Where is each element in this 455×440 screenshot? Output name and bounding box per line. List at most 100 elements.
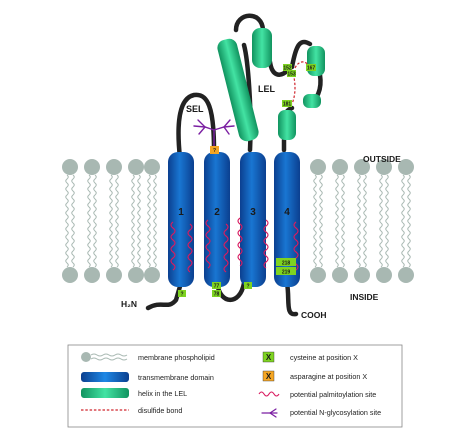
cysteine-label-lel-2: 153 [287, 72, 296, 78]
lipid-tail [363, 174, 367, 224]
lipid-head-outer [144, 159, 160, 175]
lipid-tail [131, 222, 135, 268]
cysteine-label-tm3: ? [246, 284, 249, 290]
cysteine-badge-tm1 [178, 290, 186, 297]
lipid-tail [109, 222, 113, 268]
lipid-tail [379, 222, 383, 268]
legend-item-glycosylation: potential N-glycosylation site [261, 408, 381, 418]
lipid-head-inner [354, 267, 370, 283]
disulfide-bond-2 [291, 69, 296, 105]
lipid-tail [385, 174, 389, 224]
palmitoylation-chain [205, 219, 211, 269]
asparagine-label-sel: ? [213, 148, 216, 154]
legend-badge-cysteine: X [266, 353, 272, 362]
lipid-head-outer [84, 159, 100, 175]
palmitoylation-chain [223, 223, 229, 273]
lipid-tail [93, 222, 97, 268]
legend-text-helix: helix in the LEL [138, 389, 187, 398]
asparagine-badge-sel [210, 146, 219, 154]
lipid-head-inner [62, 267, 78, 283]
lipid-head-outer [310, 159, 326, 175]
lipid-head-inner [128, 267, 144, 283]
legend-box [67, 344, 403, 428]
lipid-tail [313, 222, 317, 268]
lipid-tail [401, 174, 405, 224]
cysteine-label-tm4a: 218 [282, 261, 291, 267]
cysteine-badge-tm4a [276, 258, 296, 266]
lipid-tail [115, 174, 119, 224]
lipid-tail [153, 174, 157, 224]
lipid-tail [407, 222, 411, 268]
cysteine-badge-lel-4 [282, 100, 292, 107]
tm-helix-4 [274, 152, 300, 287]
lipid-head-inner [144, 267, 160, 283]
tm-helices [168, 152, 300, 287]
lipid-bilayer [62, 159, 414, 283]
lipid-tail [147, 222, 151, 268]
n-terminus-label: H₂N [121, 299, 137, 309]
lipid-tail [407, 174, 411, 224]
lipid-tail [137, 222, 141, 268]
lipid-head-outer [62, 159, 78, 175]
lipid-tail [131, 174, 135, 224]
lipid-tail [357, 174, 361, 224]
cysteine-badge-lel-1 [283, 64, 292, 71]
cysteine-badge-lel-2 [287, 70, 296, 77]
palmitoylation-chain [237, 217, 243, 267]
lel-top-loop [233, 13, 266, 33]
residue-badges: ? ? 77 78 ? 152 153 167 181 218 219 [178, 64, 316, 298]
lipid-head-inner [310, 267, 326, 283]
lipid-tail [319, 222, 323, 268]
lipid-tail [319, 174, 323, 224]
legend-item-membrane: membrane phospholipid [81, 352, 215, 362]
lipid-head-inner [106, 267, 122, 283]
lipid-head-outer [128, 159, 144, 175]
lel-helix-b [252, 28, 272, 68]
cysteine-badge-tm2a [212, 282, 221, 289]
lipid-tail [335, 174, 339, 224]
cysteine-badge-tm4b [276, 267, 296, 275]
lipid-tail [115, 222, 119, 268]
lipid-head-outer [354, 159, 370, 175]
inside-label: INSIDE [350, 292, 379, 302]
lel-helix-a [217, 38, 259, 142]
lipid-tail [65, 222, 69, 268]
lipid-head-outer [398, 159, 414, 175]
legend-item-tm: transmembrane domain [81, 372, 214, 382]
palmitoylation-chain [263, 219, 269, 269]
legend-item-helix: helix in the LEL [81, 388, 187, 398]
lipid-tail [313, 174, 317, 224]
lipid-tail [65, 174, 69, 224]
palmitoylation-chain [170, 221, 176, 271]
sel-label: SEL [186, 104, 204, 114]
cysteine-label-tm2a: 77 [214, 284, 220, 290]
legend-text-palmitoylation: potential palmitoylation site [290, 390, 376, 399]
lipid-tail [71, 174, 75, 224]
legend-text-tm: transmembrane domain [138, 373, 214, 382]
lipid-head-outer [332, 159, 348, 175]
lipid-tail [357, 222, 361, 268]
cysteine-label-tm4b: 219 [282, 270, 291, 276]
legend-text-asparagine: asparagine at position X [290, 372, 367, 381]
lipid-tail [401, 222, 405, 268]
legend-text-membrane: membrane phospholipid [138, 353, 215, 362]
legend-item-cysteine: X cysteine at position X [262, 351, 358, 363]
tm-number-3: 3 [250, 207, 256, 218]
lipid-tail [363, 222, 367, 268]
lipid-tail [147, 174, 151, 224]
cysteine-label-lel-4: 181 [283, 102, 292, 108]
legend-item-disulfide: disulfide bond [81, 406, 182, 415]
lipid-tail [341, 222, 345, 268]
c-terminus-tail [284, 280, 299, 317]
lipid-tail [109, 174, 113, 224]
lipid-tail [93, 174, 97, 224]
tm-number-2: 2 [214, 207, 220, 218]
lipid-head-inner [84, 267, 100, 283]
tm-helix-1 [168, 152, 194, 287]
legend-badge-asparagine: X [266, 372, 272, 381]
lipid-tail [71, 222, 75, 268]
lipid-tail [153, 222, 157, 268]
legend-text-disulfide: disulfide bond [138, 406, 182, 415]
tm-number-1: 1 [178, 207, 184, 218]
lipid-tail [335, 222, 339, 268]
